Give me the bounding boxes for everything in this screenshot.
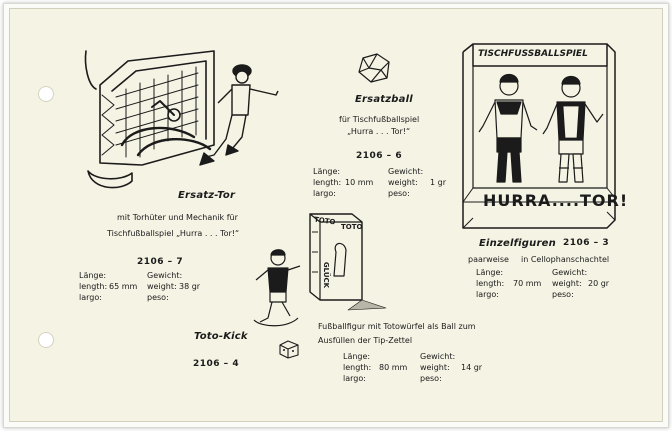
- box-label: GLÜCK: [322, 261, 331, 289]
- spec-label: largo:: [476, 290, 499, 299]
- dice-illustration: [279, 340, 299, 359]
- spec-label: Gewicht:: [388, 167, 424, 176]
- box-banner: HURRA....TOR!: [483, 191, 629, 210]
- weight-value: 14 gr: [461, 363, 483, 372]
- item-code: 2106 – 7: [137, 257, 184, 267]
- item-title: Einzelfiguren: [479, 238, 556, 249]
- spec-label: weight:: [420, 363, 450, 372]
- item-description-line: Fußballfigur mit Totowürfel als Ball zum: [318, 322, 476, 331]
- length-value: 70 mm: [513, 279, 542, 288]
- item-description-line: für Tischfußballspiel: [339, 115, 420, 124]
- spec-label: peso:: [552, 290, 574, 299]
- item-description-line: mit Torhüter und Mechanik für: [117, 213, 238, 222]
- item-description-line: Ausfüllen der Tip-Zettel: [318, 336, 413, 345]
- spec-label: peso:: [388, 189, 410, 198]
- spec-label: weight:: [388, 178, 418, 187]
- ball-illustration: [358, 53, 390, 83]
- spec-label: Länge:: [476, 268, 504, 277]
- spec-label: Länge:: [343, 352, 371, 361]
- weight-value: 38 gr: [179, 282, 201, 291]
- item-description-line: Tischfußballspiel „Hurra . . . Tor!“: [107, 229, 240, 238]
- spec-label: peso:: [147, 293, 169, 302]
- box-label: TOTO: [341, 223, 363, 231]
- spec-label: peso:: [420, 374, 442, 383]
- spec-label: length:: [79, 282, 108, 291]
- length-value: 65 mm: [109, 282, 138, 291]
- item-description-line: „Hurra . . . Tor!“: [347, 127, 411, 136]
- item-title: Ersatzball: [355, 94, 413, 105]
- item-description-line: in Cellophanschachtel: [521, 255, 610, 264]
- spec-label: Länge:: [313, 167, 341, 176]
- spec-label: largo:: [343, 374, 366, 383]
- spec-label: Gewicht:: [552, 268, 588, 277]
- item-title: Toto-Kick: [194, 331, 248, 342]
- boxed-figures-illustration: [462, 43, 616, 229]
- item-code: 2106 – 3: [563, 238, 610, 248]
- weight-value: 20 gr: [588, 279, 610, 288]
- spec-label: Gewicht:: [420, 352, 456, 361]
- goal-illustration: [84, 50, 279, 189]
- spec-label: Gewicht:: [147, 271, 183, 280]
- length-value: 10 mm: [345, 178, 374, 187]
- weight-value: 1 gr: [430, 178, 446, 187]
- punch-hole: [38, 86, 54, 102]
- box-title: TISCHFUSSBALLSPIEL: [478, 49, 588, 59]
- spec-label: length:: [343, 363, 372, 372]
- spec-label: weight:: [552, 279, 582, 288]
- item-code: 2106 – 4: [193, 359, 240, 369]
- spec-label: Länge:: [79, 271, 107, 280]
- item-code: 2106 – 6: [356, 151, 403, 161]
- punch-hole: [38, 332, 54, 348]
- toto-kick-illustration: [253, 213, 387, 327]
- item-description-line: paarweise: [468, 255, 509, 264]
- spec-label: weight:: [147, 282, 177, 291]
- spec-label: length:: [313, 178, 342, 187]
- length-value: 80 mm: [379, 363, 408, 372]
- spec-label: largo:: [79, 293, 102, 302]
- spec-label: length:: [476, 279, 505, 288]
- item-title: Ersatz-Tor: [178, 190, 236, 201]
- spec-label: largo:: [313, 189, 336, 198]
